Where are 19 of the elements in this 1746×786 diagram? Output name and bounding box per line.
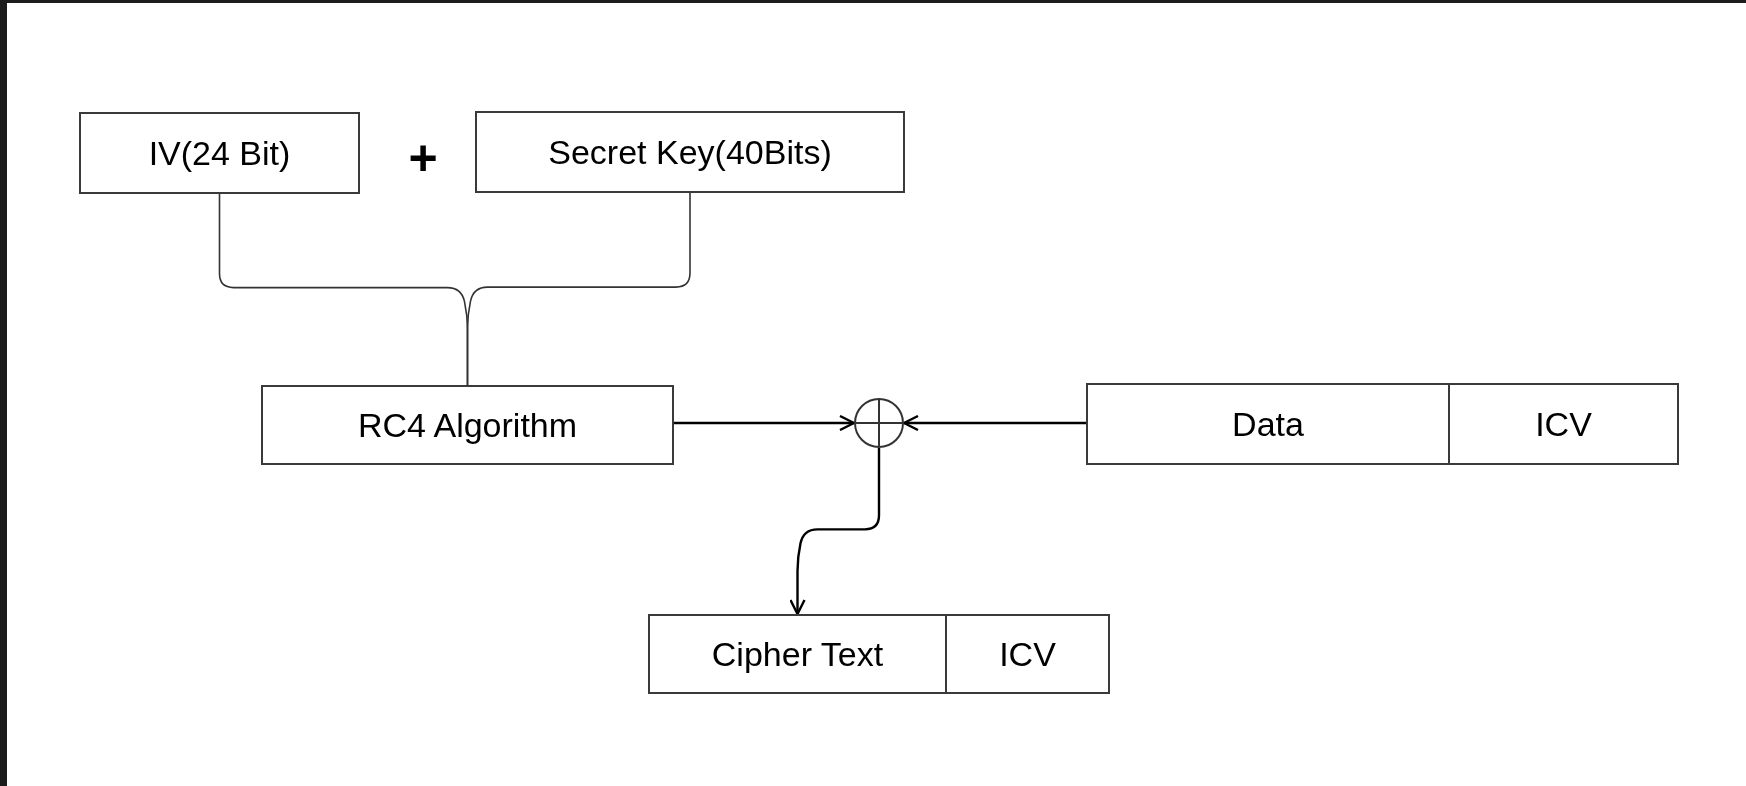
label-box (261, 385, 674, 465)
connector-line (466, 192, 691, 386)
arrow (902, 414, 1086, 432)
plus-sign: + (408, 129, 438, 187)
box-label: ICV (1535, 404, 1592, 444)
label-box (79, 112, 360, 194)
arrow (674, 414, 856, 432)
label-box (945, 614, 1110, 694)
box-label: Data (1232, 404, 1304, 444)
box-label: RC4 Algorithm (357, 405, 578, 445)
arrow (789, 448, 881, 616)
label-box (475, 111, 905, 193)
label-box (1448, 383, 1679, 465)
label-box (1086, 383, 1450, 465)
box-label: Secret Key(40Bits) (548, 132, 832, 172)
label-box (648, 614, 947, 694)
box-label: IV(24 Bit) (148, 133, 291, 173)
box-label: Cipher Text (711, 634, 884, 674)
box-label: ICV (999, 634, 1056, 674)
